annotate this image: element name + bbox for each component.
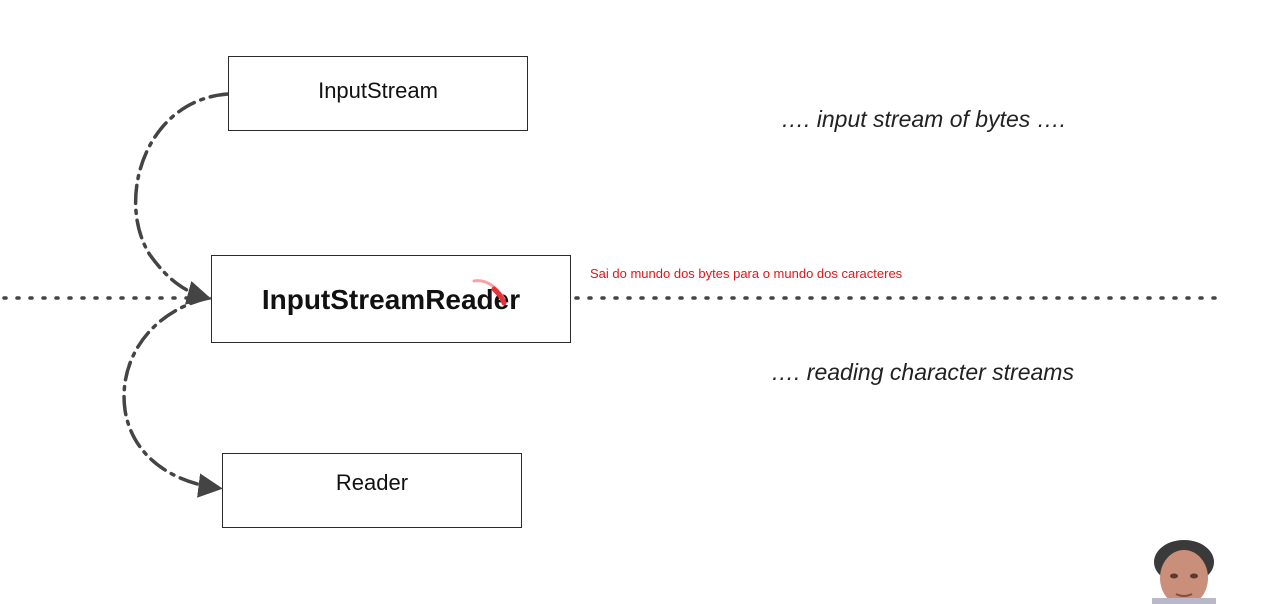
inputstream-label: InputStream — [318, 77, 438, 103]
inputstreamreader-box: InputStreamReader — [211, 255, 571, 343]
arrow-wrapper-to-reader — [122, 296, 223, 498]
bytes-note: …. input stream of bytes …. — [781, 106, 1067, 132]
inputstreamreader-label: InputStreamReader — [261, 284, 521, 315]
reader-box: Reader — [222, 453, 522, 528]
arrow-inputstream-to-reader-wrapper — [134, 92, 230, 305]
inputstream-box: InputStream — [228, 56, 528, 131]
presenter-webcam-thumbnail — [1146, 540, 1222, 604]
characters-note: …. reading character streams — [771, 359, 1074, 385]
reader-label: Reader — [335, 469, 409, 495]
red-annotation: Sai do mundo dos bytes para o mundo dos … — [590, 266, 903, 281]
pointer-highlight-icon — [472, 279, 507, 306]
